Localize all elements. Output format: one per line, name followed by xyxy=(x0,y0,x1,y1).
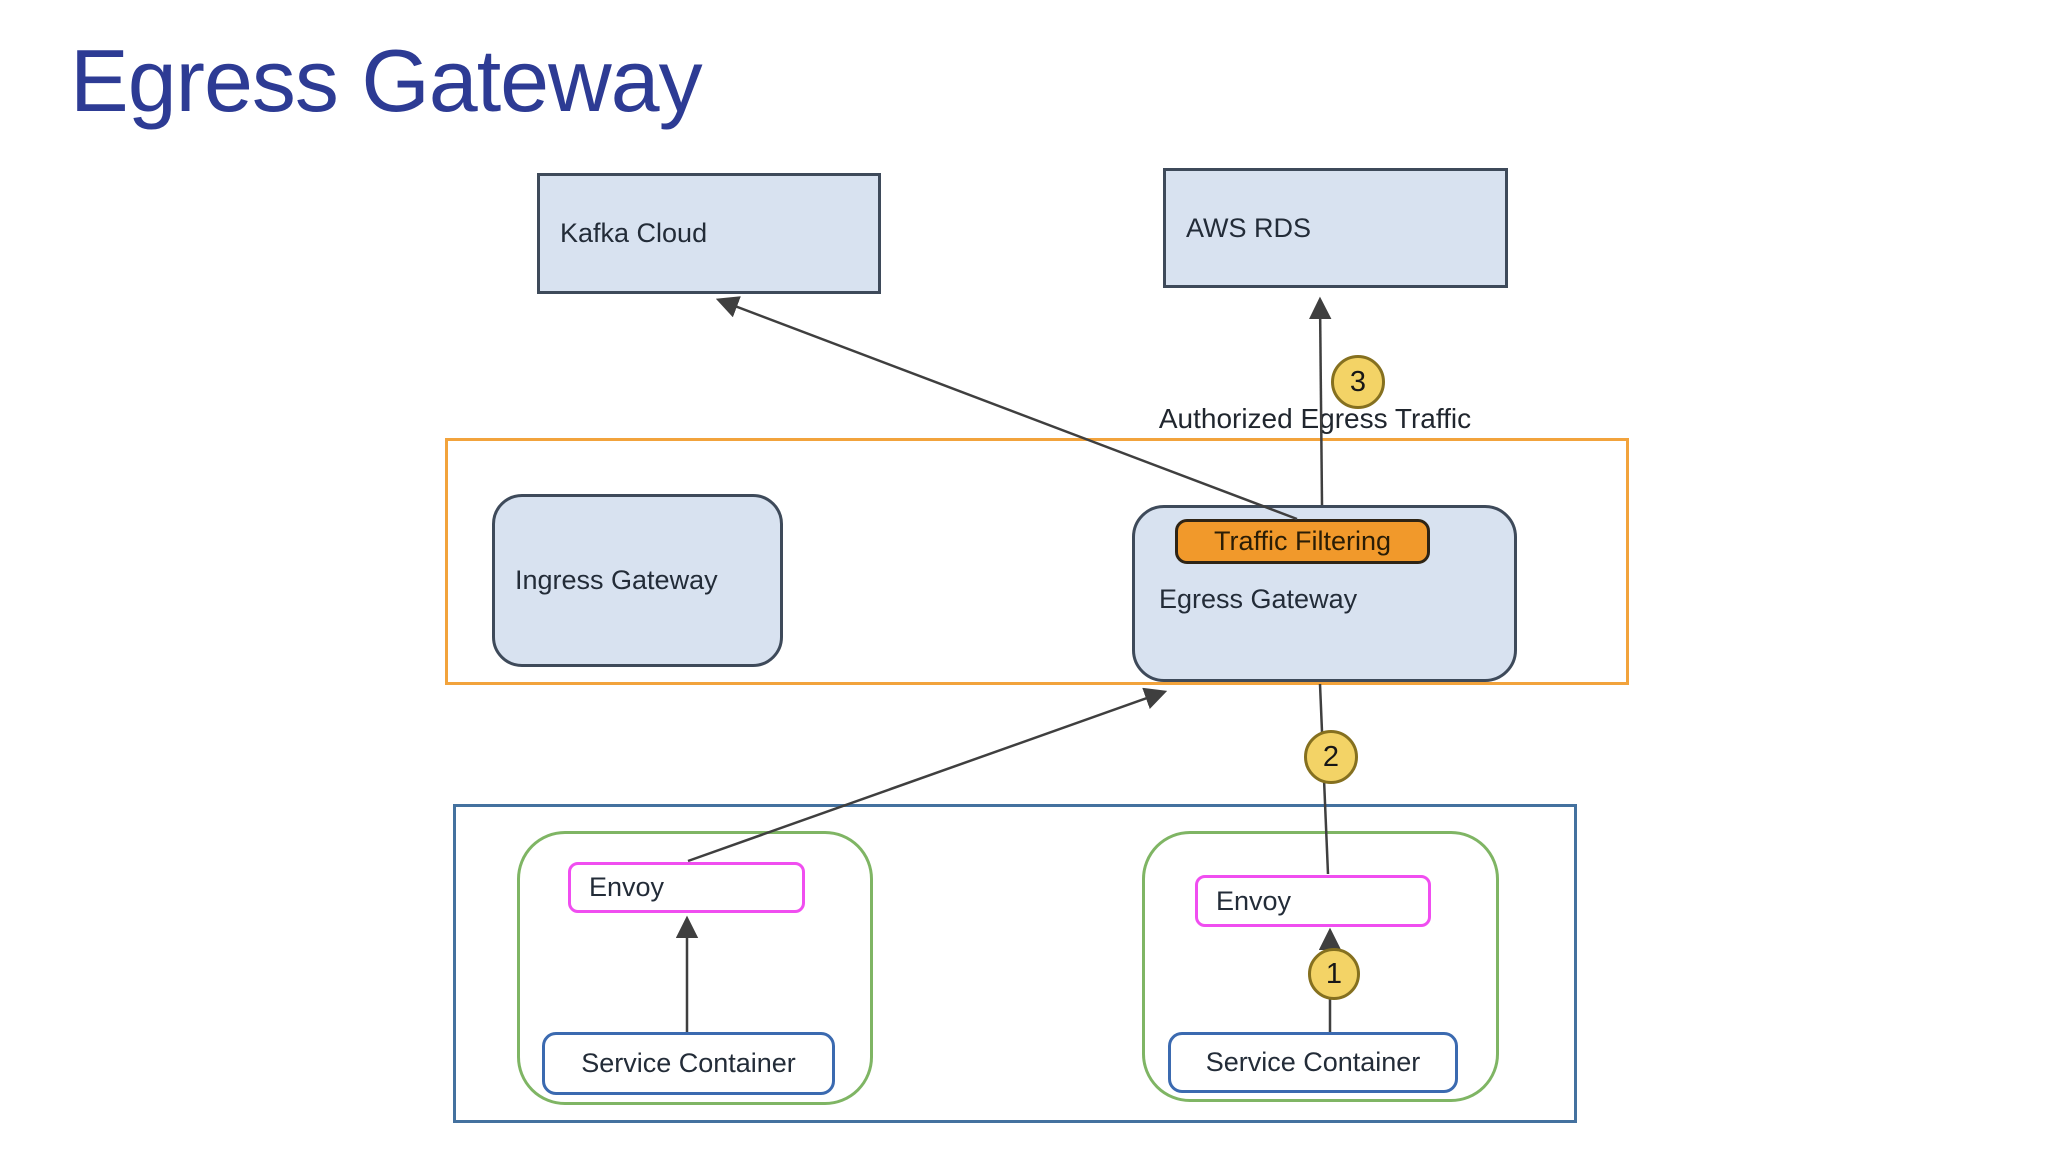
node-envoy-left: Envoy xyxy=(568,862,805,913)
aws-rds-label: AWS RDS xyxy=(1186,212,1312,243)
traffic-filtering-label: Traffic Filtering xyxy=(1213,526,1392,556)
node-service-container-right: Service Container xyxy=(1168,1032,1458,1093)
node-kafka-cloud: Kafka Cloud xyxy=(537,173,881,294)
node-ingress-gateway: Ingress Gateway xyxy=(492,494,783,667)
step-badge-3: 3 xyxy=(1331,355,1385,409)
kafka-cloud-label: Kafka Cloud xyxy=(560,218,708,248)
step-badge-1: 1 xyxy=(1308,948,1360,1000)
node-envoy-right: Envoy xyxy=(1195,875,1431,927)
traffic-filtering-badge: Traffic Filtering xyxy=(1175,519,1430,564)
step-badge-2: 2 xyxy=(1304,730,1358,784)
page-title: Egress Gateway xyxy=(70,31,703,130)
envoy-left-label: Envoy xyxy=(589,872,665,902)
ingress-gateway-label: Ingress Gateway xyxy=(515,565,718,595)
authorized-egress-traffic-label: Authorized Egress Traffic xyxy=(1158,403,1472,434)
service-container-left-label: Service Container xyxy=(581,1048,796,1078)
node-aws-rds: AWS RDS xyxy=(1163,168,1508,288)
node-egress-gateway: Traffic Filtering Egress Gateway xyxy=(1132,505,1517,682)
egress-gateway-label: Egress Gateway xyxy=(1159,584,1358,614)
service-container-right-label: Service Container xyxy=(1205,1047,1421,1077)
node-service-container-left: Service Container xyxy=(542,1032,835,1095)
envoy-right-label: Envoy xyxy=(1216,885,1292,916)
